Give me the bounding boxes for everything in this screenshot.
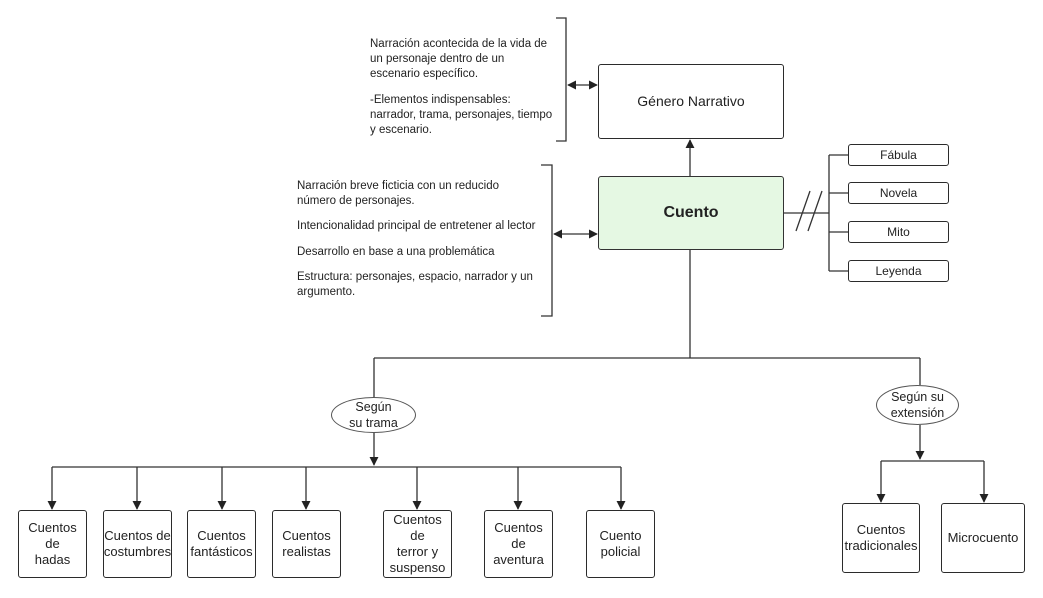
cuento-node: Cuento (598, 176, 784, 250)
cuentos-realistas-node: Cuentos realistas (272, 510, 341, 578)
cuento-policial-node: Cuento policial (586, 510, 655, 578)
cuentos-de-aventura-node: Cuentos de aventura (484, 510, 553, 578)
segun-trama-label: Según su trama (331, 397, 416, 433)
cuento-note-structure: Estructura: personajes, espacio, narrado… (297, 270, 533, 298)
cuento-description-note: Narración breve ficticia con un reducido… (297, 179, 537, 300)
cuento-note-definition: Narración breve ficticia con un reducido… (297, 180, 499, 208)
cuento-note-development: Desarrollo en base a una problemática (297, 245, 495, 258)
segun-extension-label: Según su extensión (876, 385, 959, 425)
cuentos-tradicionales-node: Cuentos tradicionales (842, 503, 920, 573)
cuentos-terror-suspenso-node: Cuentos de terror y suspenso (383, 510, 452, 578)
microcuento-node: Microcuento (941, 503, 1025, 573)
genero-note-definition: Narración acontecida de la vida de un pe… (370, 38, 548, 81)
related-fabula-node: Fábula (848, 144, 949, 166)
cuentos-de-hadas-node: Cuentos de hadas (18, 510, 87, 578)
genero-description-note: Narración acontecida de la vida de un pe… (370, 37, 555, 138)
related-mito-node: Mito (848, 221, 949, 243)
related-novela-node: Novela (848, 182, 949, 204)
genero-narrativo-node: Género Narrativo (598, 64, 784, 139)
cuentos-de-costumbres-node: Cuentos de costumbres (103, 510, 172, 578)
related-leyenda-node: Leyenda (848, 260, 949, 282)
cuento-note-intention: Intencionalidad principal de entretener … (297, 220, 536, 233)
genero-note-elements: -Elementos indispensables: narrador, tra… (370, 93, 553, 136)
cuentos-fantasticos-node: Cuentos fantásticos (187, 510, 256, 578)
